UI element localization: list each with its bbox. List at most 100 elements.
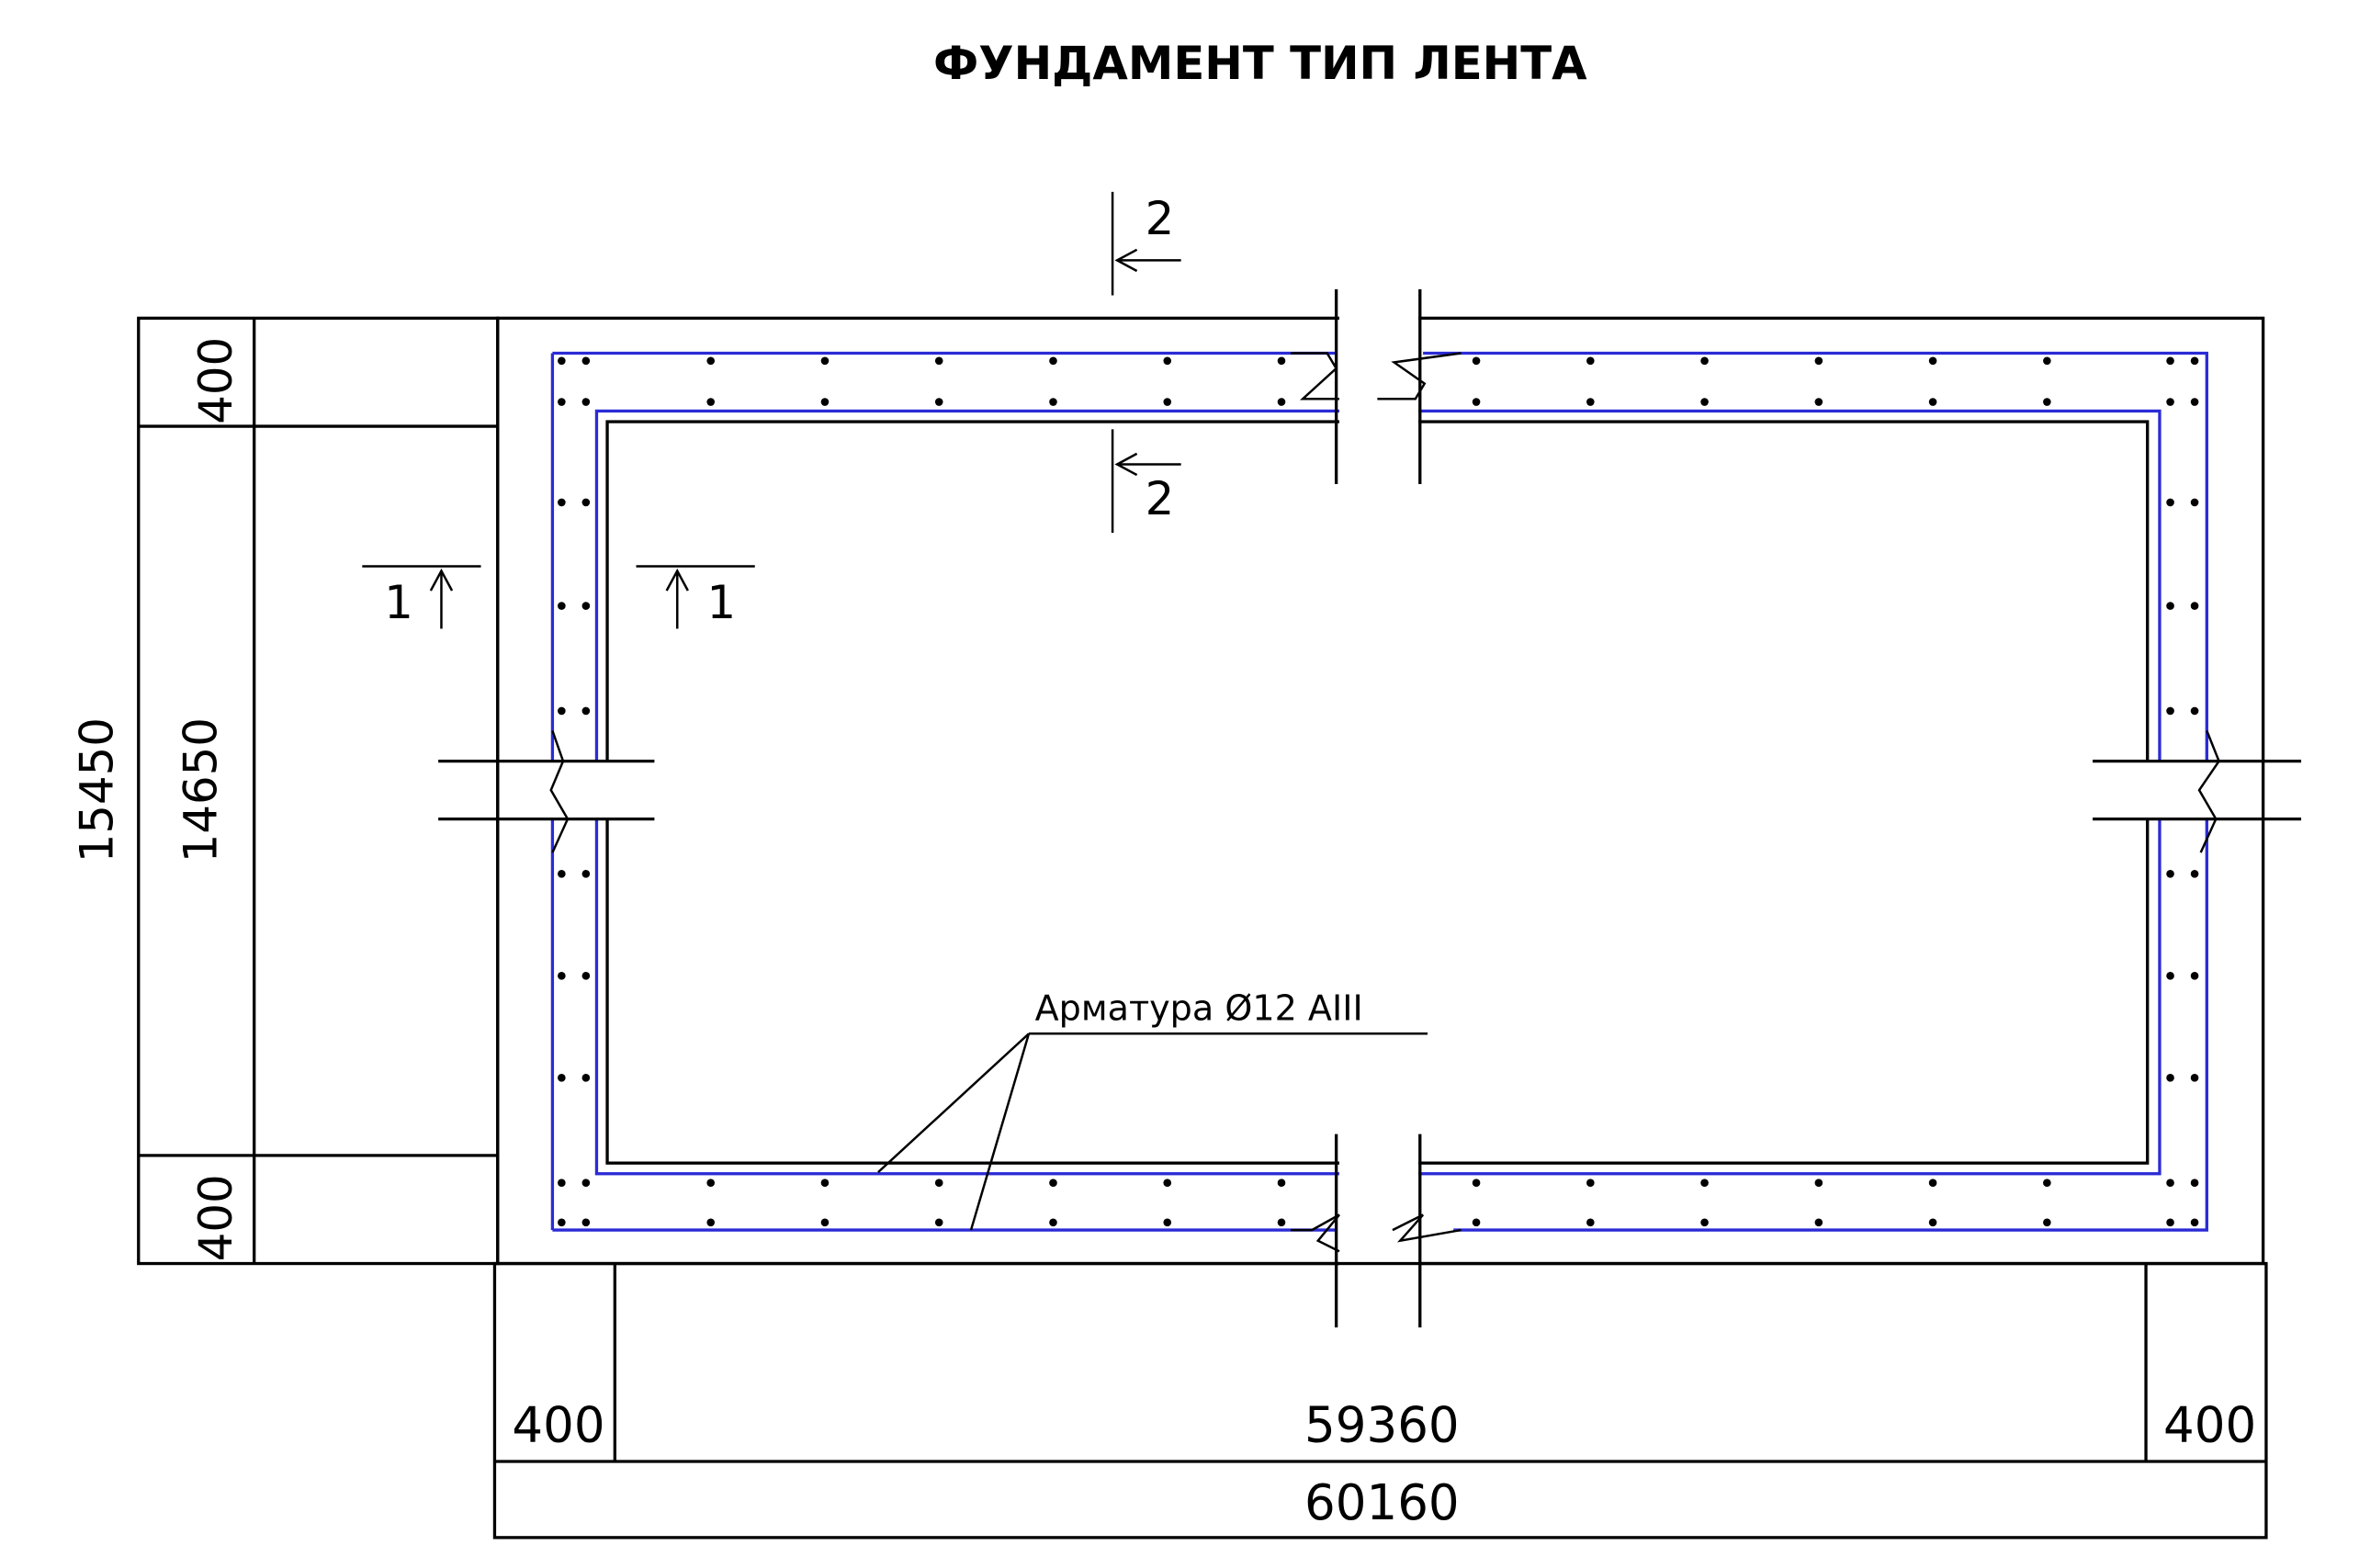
rebar-outer-line [550,351,2208,1232]
rebar-dot [1049,1179,1057,1188]
break-right [2093,730,2302,853]
rebar-dot [1049,356,1057,366]
rebar-dot [1586,398,1595,406]
section-1-label-right: 1 [707,576,737,629]
rebar-dot [581,1179,591,1188]
rebar-dot [2190,869,2199,878]
rebar-dot [1814,398,1823,406]
break-right-mask [2097,761,2257,819]
break-left-mask [502,761,652,819]
rebar-dot [934,356,943,366]
inner-opening [605,420,2150,1165]
rebar-dot [2166,706,2174,716]
section-2-label-bottom: 2 [1146,472,1175,525]
break-left [438,730,655,853]
rebar-callout-leader [877,1032,1428,1231]
rebar-dot [581,706,591,716]
rebar-dot [2166,398,2174,406]
rebar-dot [820,1179,830,1188]
rebar-dot [2166,972,2174,980]
rebar-dot [934,398,943,406]
rebar-dot [1586,1179,1595,1188]
rebar-dot [2166,1218,2174,1227]
rebar-dot [706,356,716,366]
rebar-dot [1163,356,1172,366]
rebar-dot [1928,398,1937,406]
rebar-dot [2190,356,2199,366]
break-bottom-mask [1338,1141,1419,1280]
rebar-dot [2043,1179,2051,1188]
bottom-dimension-block [492,1261,2268,1540]
rebar-dot [1472,1179,1481,1188]
rebar-dot [581,869,591,878]
rebar-dot [1049,398,1057,406]
break-top [1290,288,1462,485]
rebar-dot [706,398,716,406]
break-top-mask [1338,311,1419,480]
rebar-dot [1700,356,1709,366]
rebar-dot [558,1179,566,1188]
section-2-label-top: 2 [1146,192,1175,245]
rebar-dot [2190,398,2199,406]
rebar-callout-label: Арматура Ø12 АIII [1035,987,1363,1028]
rebar-dot [558,1074,566,1082]
section-1-marker-right [636,565,755,629]
rebar-inner-line [594,409,2161,1176]
rebar-dot [1163,398,1172,406]
rebar-dot [820,398,830,406]
rebar-dot [1700,1218,1709,1227]
dim-left-inner: 14650 [174,717,227,863]
rebar-dot [2166,498,2174,507]
dim-bottom-left: 400 [512,1396,604,1453]
rebar-dot [1277,1179,1286,1188]
rebar-dot [2190,1179,2199,1188]
section-2-marker-top [1111,191,1181,296]
rebar-dot [1928,1218,1937,1227]
rebar-dot [934,1179,943,1188]
rebar-dot [1277,356,1286,366]
rebar-dot [934,1218,943,1227]
dim-left-bottom: 400 [189,1174,243,1261]
rebar-dot [581,972,591,980]
rebar-dot [581,1218,591,1227]
rebar-dot [1814,356,1823,366]
rebar-dot [558,498,566,507]
rebar-dot [1586,1218,1595,1227]
rebar-dot [2190,1074,2199,1082]
rebar-dot [2043,1218,2051,1227]
rebar-dot [1928,356,1937,366]
rebar-dot [2166,1074,2174,1082]
rebar-dot [558,1218,566,1227]
section-1-marker-left [362,565,481,629]
dim-left-top: 400 [189,337,243,424]
rebar-dot [1814,1218,1823,1227]
rebar-dot [581,1074,591,1082]
rebar-dot [2043,398,2051,406]
rebar-dot [2190,1218,2199,1227]
rebar-dots [558,356,2199,1227]
rebar-dot [2190,706,2199,716]
rebar-dot [1472,356,1481,366]
rebar-dot [1814,1179,1823,1188]
rebar-dot [558,869,566,878]
dim-bottom-middle: 59360 [1304,1396,1460,1453]
rebar-dot [2190,972,2199,980]
rebar-dot [2166,356,2174,366]
section-2-marker-bottom [1111,429,1181,534]
rebar-dot [2166,1179,2174,1188]
rebar-dot [581,398,591,406]
rebar-dot [1472,398,1481,406]
rebar-dot [558,356,566,366]
rebar-dot [558,602,566,610]
rebar-dot [1700,1179,1709,1188]
rebar-dot [1049,1218,1057,1227]
rebar-dot [581,356,591,366]
rebar-dot [820,356,830,366]
rebar-dot [2166,869,2174,878]
rebar-dot [1163,1179,1172,1188]
rebar-dot [1700,398,1709,406]
dim-left-outer: 15450 [71,717,124,863]
drawing-title: ФУНДАМЕНТ ТИП ЛЕНТА [933,37,1587,90]
rebar-dot [1277,398,1286,406]
